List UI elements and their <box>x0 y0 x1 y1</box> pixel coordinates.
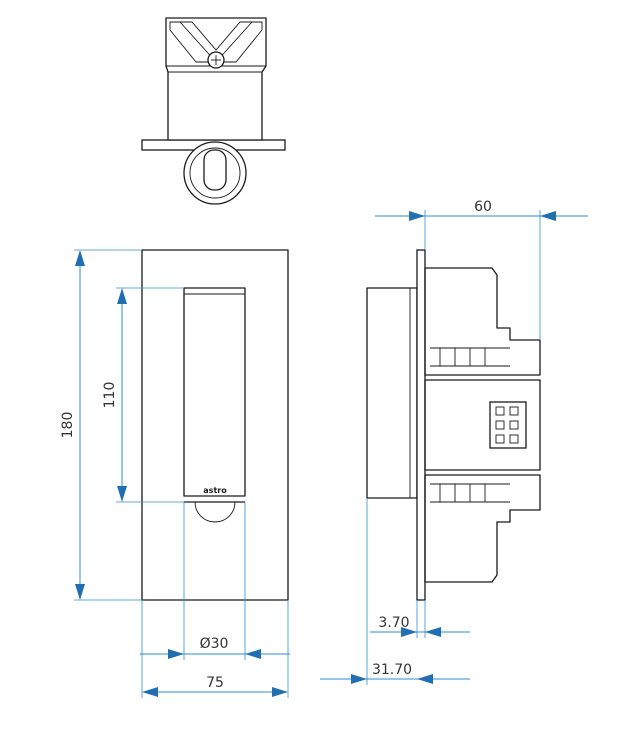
front-view: astro <box>141 249 289 601</box>
dim-height-total: 180 <box>60 412 76 439</box>
side-view-faceplate <box>416 249 426 601</box>
dim-width-total: 75 <box>206 675 224 691</box>
side-view-head <box>366 287 418 499</box>
side-view-terminal <box>489 401 527 449</box>
top-view <box>141 17 286 205</box>
brand-label: astro <box>203 486 227 495</box>
side-view-lower-housing <box>424 474 541 583</box>
dim-projection: 31.70 <box>372 662 412 678</box>
front-view-head <box>183 287 246 497</box>
dim-height-head: 110 <box>102 382 118 409</box>
dim-plate-thickness: 3.70 <box>378 615 409 631</box>
dim-depth-total: 60 <box>474 199 492 215</box>
dim-diameter: Ø30 <box>200 636 229 652</box>
top-view-lens-head <box>203 149 227 191</box>
side-view-connector-block <box>424 379 541 471</box>
front-view-plate <box>141 249 289 601</box>
dimension-lines <box>74 210 588 698</box>
side-view <box>366 249 541 601</box>
side-view-upper-housing <box>424 267 541 376</box>
top-view-body <box>165 17 267 141</box>
